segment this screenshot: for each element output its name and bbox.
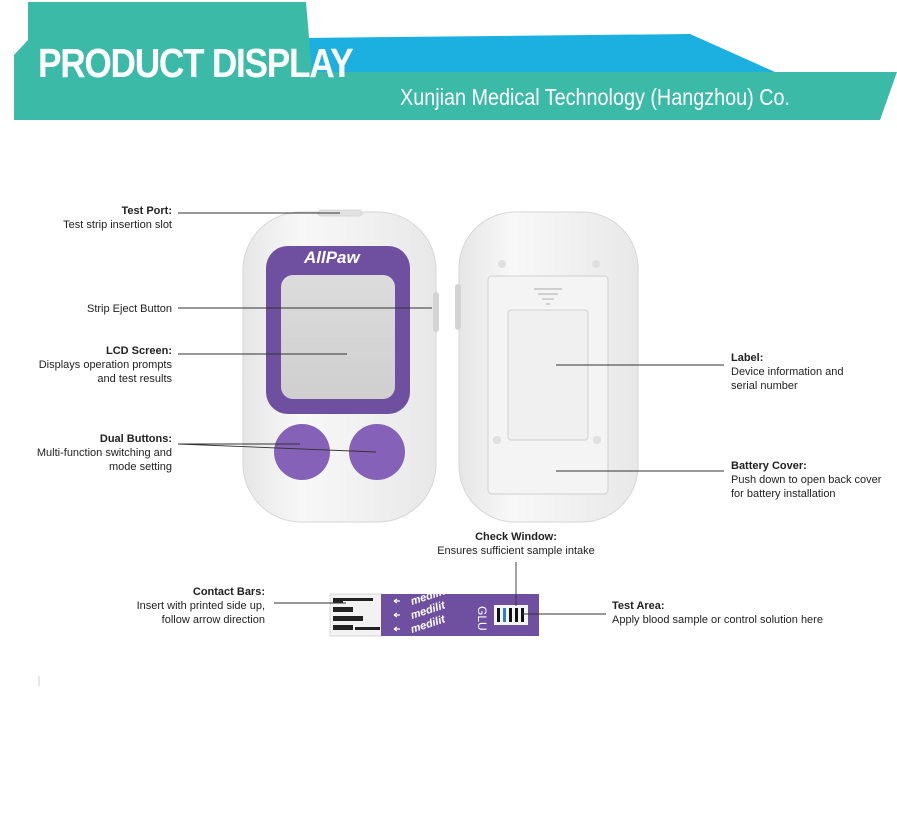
banner-title-block bbox=[14, 2, 316, 120]
push-arrow-icon bbox=[534, 288, 562, 305]
brand-logo: AllPaw bbox=[303, 248, 362, 267]
insert-arrow-icons bbox=[393, 598, 400, 632]
screw-icon bbox=[493, 436, 501, 444]
left-button bbox=[274, 424, 330, 480]
label-battery-cover: Battery Cover: Push down to open back co… bbox=[731, 460, 882, 500]
label-test-port: Test Port: Test strip insertion slot bbox=[63, 205, 172, 231]
label-check-window: Check Window: Ensures sufficient sample … bbox=[437, 531, 595, 557]
label-device-label: Label: Device information and serial num… bbox=[731, 352, 844, 392]
lcd-screen bbox=[281, 275, 395, 399]
label-strip-eject: Strip Eject Button bbox=[87, 303, 172, 315]
header-banner bbox=[14, 2, 897, 120]
test-strip: medilit medilit medilit GLU bbox=[329, 585, 539, 637]
contact-bars bbox=[333, 598, 380, 630]
strip-eject-ridge bbox=[433, 292, 439, 332]
company-name: Xunjian Medical Technology (Hangzhou) Co… bbox=[400, 84, 790, 110]
page-title: PRODUCT DISPLAY bbox=[38, 40, 354, 86]
screw-icon bbox=[592, 260, 600, 268]
test-area-bars bbox=[497, 608, 524, 622]
label-panel bbox=[507, 309, 589, 441]
screw-icon bbox=[593, 436, 601, 444]
strip-code: GLU bbox=[475, 606, 489, 631]
label-contact-bars: Contact Bars: Insert with printed side u… bbox=[136, 586, 265, 626]
right-button bbox=[349, 424, 405, 480]
meter-front: AllPaw bbox=[242, 209, 439, 523]
label-test-area: Test Area: Apply blood sample or control… bbox=[612, 600, 823, 626]
label-lcd-screen: LCD Screen: Displays operation prompts a… bbox=[38, 345, 172, 385]
leader-lines bbox=[177, 212, 724, 615]
back-side-ridge bbox=[455, 284, 461, 330]
banner-cyan-band bbox=[300, 34, 775, 72]
banner-teal-band bbox=[310, 72, 897, 120]
label-dual-buttons: Dual Buttons: Multi-function switching a… bbox=[36, 433, 172, 473]
screw-icon bbox=[498, 260, 506, 268]
meter-back bbox=[455, 211, 639, 523]
